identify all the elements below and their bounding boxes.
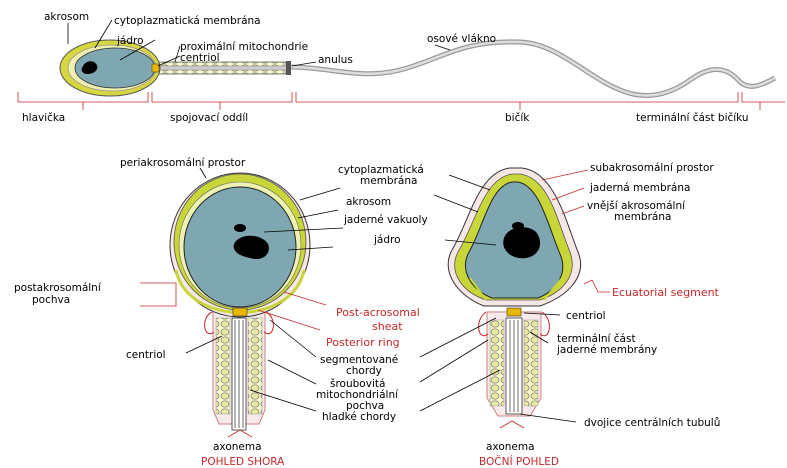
top-centriol [152,64,159,72]
top-label-anulus: anulus [318,54,353,66]
left-label-postacrosomal2: sheat [372,320,403,333]
left-label-postacrosomal1: Post-acrosomal [336,306,420,319]
right-label-subakro: subakrosomální prostor [590,162,714,174]
right-mito-column-left [490,320,504,406]
top-label-jadro: jádro [116,35,144,47]
top-label-cytoplasmatic: cytoplazmatická membrána [114,15,261,27]
left-label-vakuoly: jaderné vakuoly [343,214,428,226]
left-top-view-diagram: periakrosomální prostor cytoplazmatická … [14,157,428,468]
left-view-title: POHLED SHORA [201,456,285,468]
left-label-periakro: periakrosomální prostor [120,157,246,169]
top-label-centriol: centriol [180,52,220,64]
left-mito-column-right [248,318,262,414]
left-vacuole-small [234,224,246,232]
region-spojovaci: spojovací oddíl [170,112,248,124]
left-label-hladke: hladké chordy [322,411,396,423]
right-label-dvojice: dvojice centrálních tubulů [584,417,720,429]
left-label-cyto2: membrána [360,175,417,187]
right-vacuole-small [512,222,524,230]
left-mito-column-left [216,318,230,414]
top-label-akrosom: akrosom [44,11,89,23]
right-view-title: BOČNÍ POHLED [479,455,559,468]
right-label-vnejsi2: membrána [614,211,671,223]
left-label-postakro1: postakrosomální [14,282,102,294]
right-label-terminal2: jaderné membrány [556,344,657,356]
top-label-osove: osové vlákno [427,33,496,45]
left-label-segment2: chordy [346,365,382,377]
left-centriol [233,308,247,316]
left-label-axonema: axonema [213,441,262,453]
right-label-centriol: centriol [566,310,606,322]
right-centriol [507,308,521,316]
region-hlavicka: hlavička [22,112,65,124]
right-side-view-diagram: subakrosomální prostor jaderná membrána … [420,162,720,468]
right-label-ecuatorial: Ecuatorial segment [612,286,720,299]
region-bicik: bičík [505,112,530,124]
left-label-centriol: centriol [126,349,166,361]
region-terminal: terminální část bičíku [636,112,749,124]
right-label-jaderna: jaderná membrána [589,182,690,194]
left-label-jadro: jádro [373,234,401,246]
left-label-posterior-ring: Posterior ring [326,336,400,349]
right-label-axonema: axonema [486,441,535,453]
left-label-akrosom: akrosom [346,196,391,208]
left-label-postakro2: pochva [32,294,70,306]
flagellum [290,42,775,96]
top-sperm-diagram: akrosom cytoplazmatická membrána jádro p… [18,11,785,124]
right-vacuole-large [503,227,540,258]
anulus-ring [286,61,291,75]
